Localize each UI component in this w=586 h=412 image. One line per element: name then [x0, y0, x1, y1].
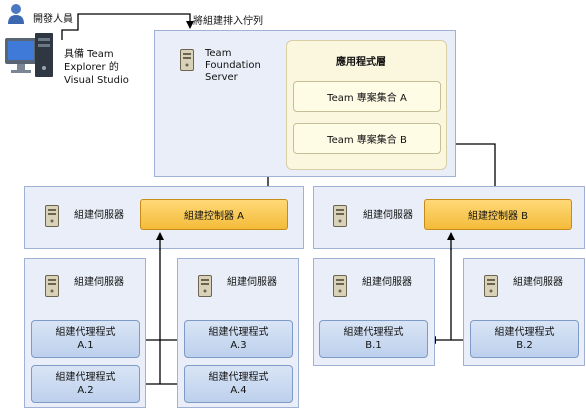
collection-a-box: Team 專案集合 A — [293, 81, 441, 112]
queue-build-arrow — [61, 13, 194, 40]
app-tier-label: 應用程式層 — [336, 57, 386, 68]
agent-a2-title: 組建代理程式 — [55, 372, 116, 383]
agent-b1-title: 組建代理程式 — [343, 327, 404, 338]
agent-b1-id: B.1 — [365, 340, 382, 351]
agent-server-b1-icon — [333, 275, 347, 297]
agent-a1-title: 組建代理程式 — [55, 327, 116, 338]
agent-server-b2-label: 組建伺服器 — [513, 277, 563, 288]
agent-b2-id: B.2 — [516, 340, 533, 351]
agent-a4-title: 組建代理程式 — [208, 372, 269, 383]
agent-server-b2-icon — [484, 275, 498, 297]
queue-build-label: 將組建排入佇列 — [193, 16, 263, 27]
agent-server-a34-label: 組建伺服器 — [227, 277, 277, 288]
agent-a2-id: A.2 — [77, 385, 94, 396]
agent-b1-box: 組建代理程式 B.1 — [319, 320, 428, 358]
build-server-a-label: 組建伺服器 — [74, 210, 124, 221]
controller-b-box: 組建控制器 B — [424, 199, 572, 230]
workstation-icon — [3, 30, 57, 84]
client-label: 具備 Team Explorer 的 Visual Studio — [64, 49, 129, 86]
agent-a3-id: A.3 — [230, 340, 247, 351]
build-server-b-icon — [333, 205, 347, 227]
build-server-a-icon — [45, 205, 59, 227]
agent-b2-box: 組建代理程式 B.2 — [470, 320, 579, 358]
controller-b-link — [439, 140, 496, 199]
tfs-server-icon — [180, 49, 194, 71]
collection-b-box: Team 專案集合 B — [293, 123, 441, 154]
controller-a-box: 組建控制器 A — [140, 199, 288, 230]
agent-a3-box: 組建代理程式 A.3 — [184, 320, 293, 358]
build-server-b-label: 組建伺服器 — [363, 210, 413, 221]
agent-b2-title: 組建代理程式 — [494, 327, 555, 338]
agent-server-a34-icon — [198, 275, 212, 297]
agent-server-b1-label: 組建伺服器 — [362, 277, 412, 288]
agent-a4-id: A.4 — [230, 385, 247, 396]
agent-a1-box: 組建代理程式 A.1 — [31, 320, 140, 358]
developer-label: 開發人員 — [33, 14, 73, 25]
tfs-label: Team Foundation Server — [205, 48, 261, 83]
agent-server-a12-label: 組建伺服器 — [74, 277, 124, 288]
agent-a1-id: A.1 — [77, 340, 94, 351]
agent-server-a12-icon — [45, 275, 59, 297]
agent-a4-box: 組建代理程式 A.4 — [184, 365, 293, 403]
developer-icon — [7, 3, 25, 25]
agent-a3-title: 組建代理程式 — [208, 327, 269, 338]
agent-a2-box: 組建代理程式 A.2 — [31, 365, 140, 403]
